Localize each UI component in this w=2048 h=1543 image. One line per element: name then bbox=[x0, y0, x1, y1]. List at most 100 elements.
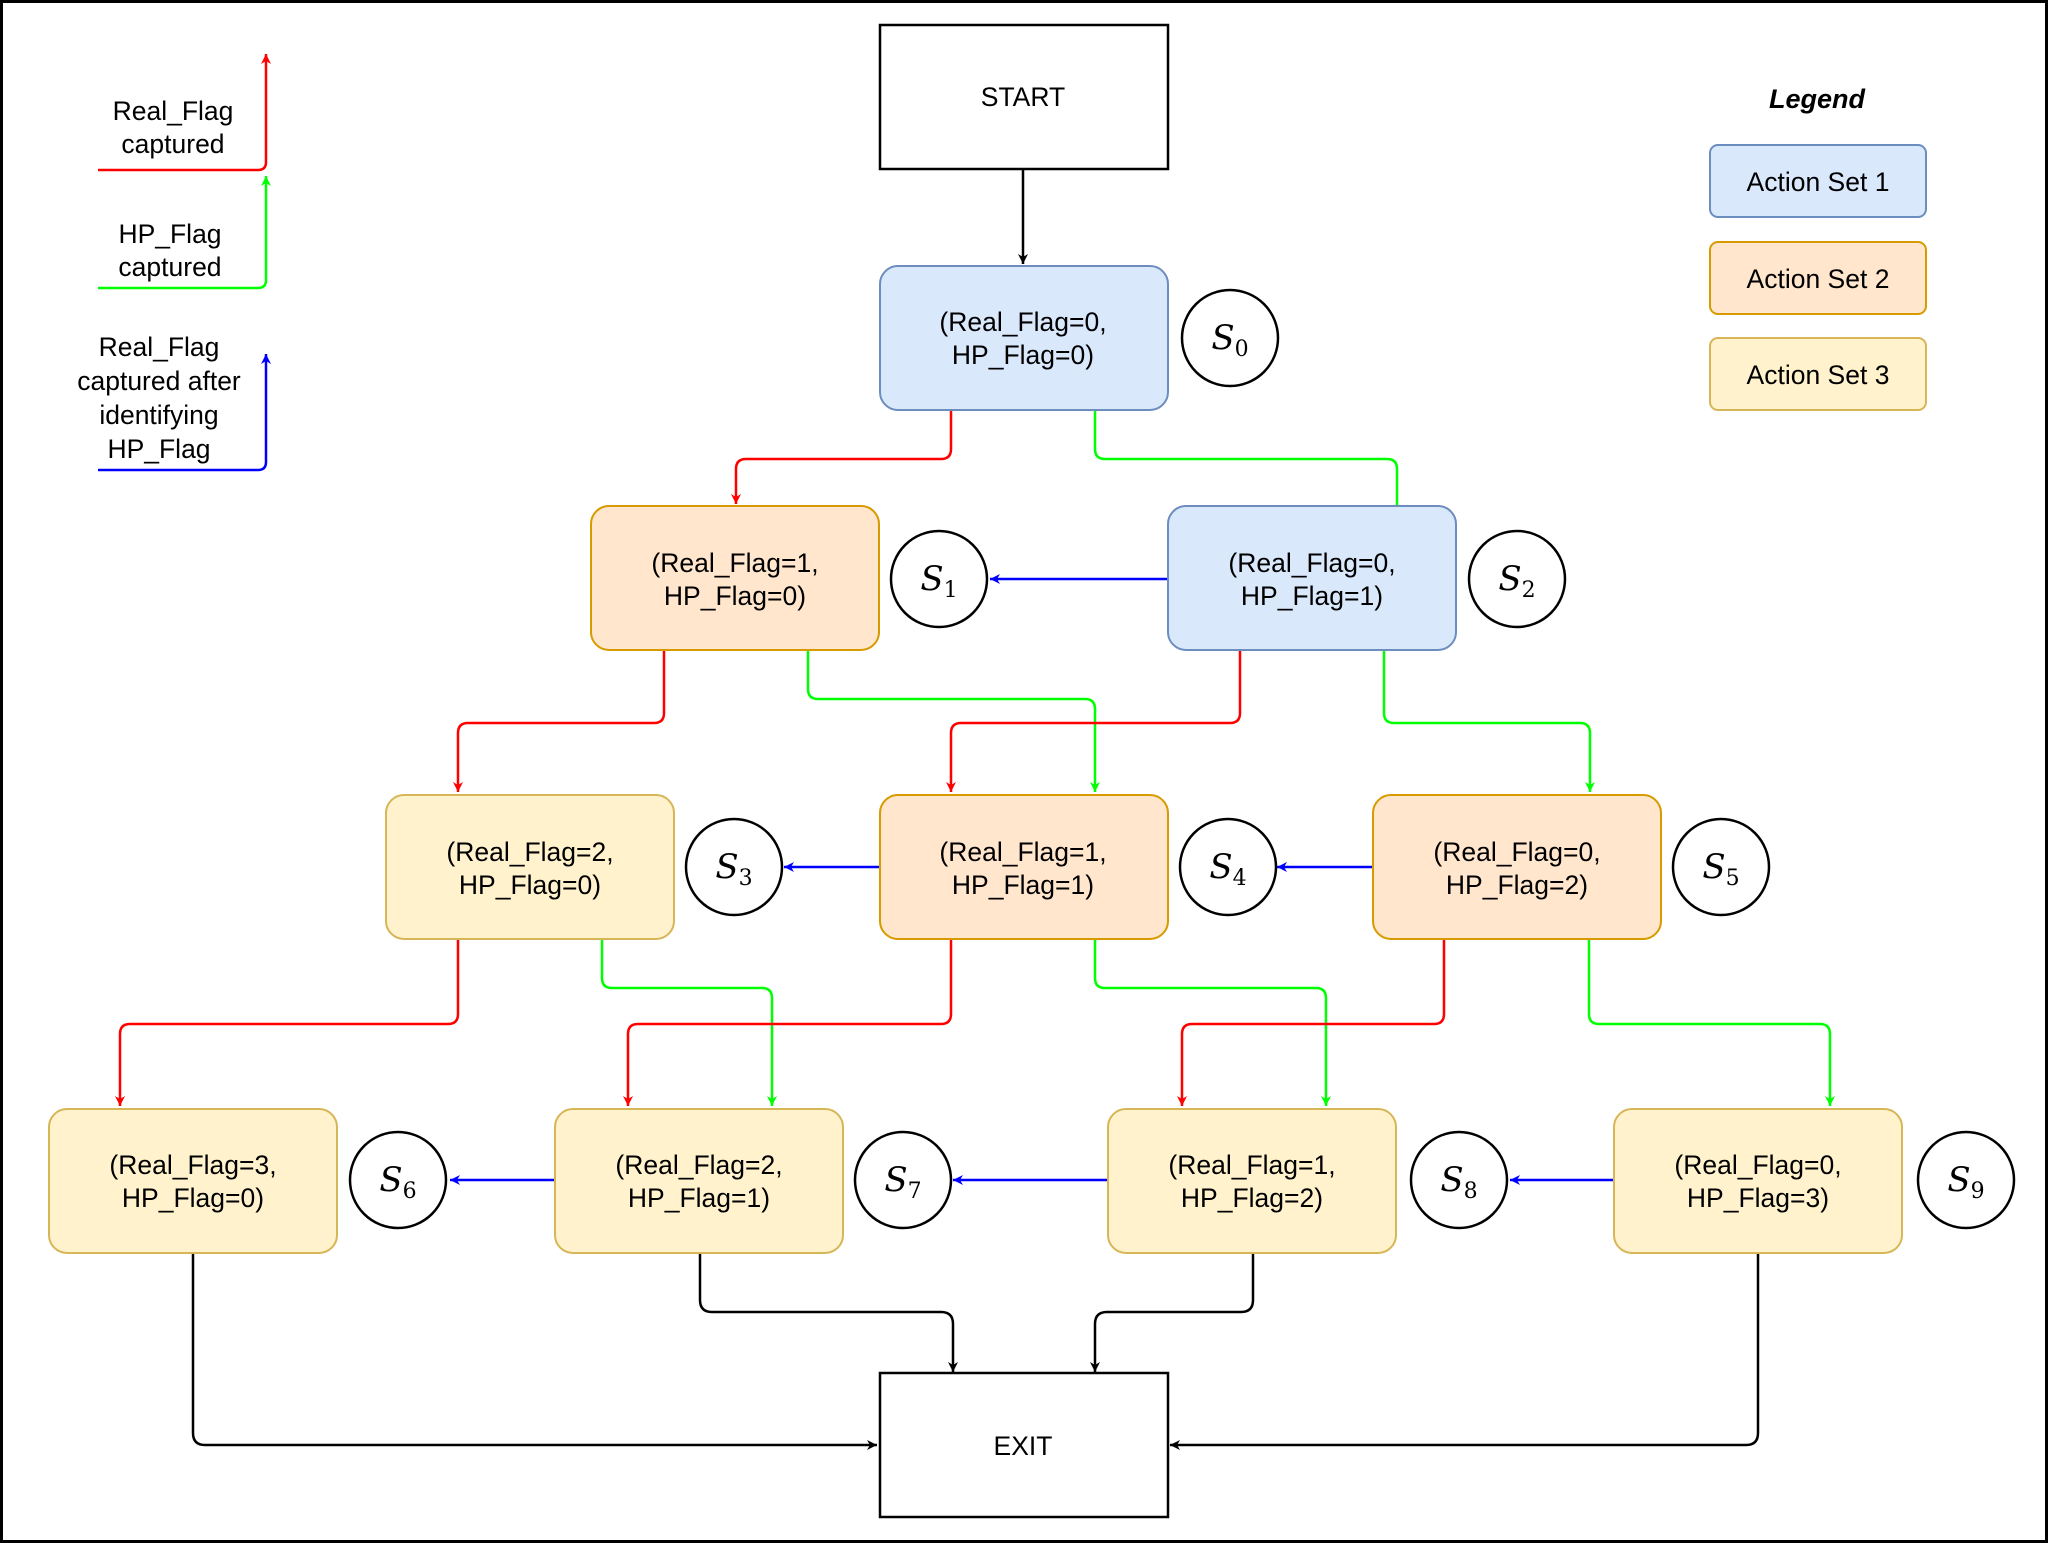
start-node: START bbox=[878, 23, 1170, 171]
state-box-s7 bbox=[554, 1108, 844, 1254]
state-circle-s5 bbox=[1671, 817, 1771, 917]
edge-s3-s7 bbox=[600, 940, 777, 1106]
edge-s0-s2 bbox=[1093, 411, 1399, 505]
legend-label-action-set-2: Action Set 2 bbox=[1747, 264, 1890, 294]
state-label-s7: S7 bbox=[884, 1160, 921, 1204]
state-node-s1: (Real_Flag=1, HP_Flag=0) S1 bbox=[590, 505, 989, 651]
state-box-s4 bbox=[879, 794, 1169, 940]
state-text-s0-line1: (Real_Flag=0, bbox=[939, 307, 1106, 337]
edge-s4-s8 bbox=[1093, 940, 1331, 1106]
state-label-s3: S3 bbox=[715, 847, 752, 891]
state-node-s5: (Real_Flag=0, HP_Flag=2) S5 bbox=[1372, 794, 1771, 940]
edge-s2-s4 bbox=[946, 651, 1242, 792]
edge-s1-s4 bbox=[806, 651, 1100, 792]
edge-s5-s9 bbox=[1587, 940, 1835, 1106]
state-label-s6: S6 bbox=[379, 1160, 416, 1204]
exit-node: EXIT bbox=[878, 1371, 1170, 1519]
legend-arrow-green bbox=[98, 176, 271, 290]
state-label-s2: S2 bbox=[1498, 559, 1535, 603]
state-text-s9-line2: HP_Flag=3) bbox=[1687, 1183, 1829, 1213]
state-text-s7-line1: (Real_Flag=2, bbox=[615, 1150, 782, 1180]
legend-swatch-action-set-1 bbox=[1709, 144, 1927, 218]
edge-s2-s5 bbox=[1382, 651, 1595, 792]
state-text-s5-line1: (Real_Flag=0, bbox=[1433, 837, 1600, 867]
legend-label-action-set-1: Action Set 1 bbox=[1747, 167, 1890, 197]
state-label-s9: S9 bbox=[1947, 1160, 1984, 1204]
arrow-legend-blue-line4: HP_Flag bbox=[107, 434, 210, 464]
state-node-s2: (Real_Flag=0, HP_Flag=1) S2 bbox=[1167, 505, 1567, 651]
state-text-s3-line1: (Real_Flag=2, bbox=[446, 837, 613, 867]
edge-s4-s7 bbox=[623, 940, 953, 1106]
arrow-legend-green-line2: captured bbox=[118, 252, 221, 282]
exit-box bbox=[878, 1371, 1170, 1519]
edge-s5-s8 bbox=[1177, 940, 1446, 1106]
edge-s1-s3 bbox=[453, 651, 666, 792]
edge-s3-s6 bbox=[115, 940, 460, 1106]
arrow-legend-red-line1: Real_Flag bbox=[113, 96, 234, 126]
state-text-s6-line2: HP_Flag=0) bbox=[122, 1183, 264, 1213]
legend-title: Legend bbox=[1769, 84, 1866, 114]
state-node-s6: (Real_Flag=3, HP_Flag=0) S6 bbox=[48, 1108, 448, 1254]
state-box-s9 bbox=[1613, 1108, 1903, 1254]
edges-layer bbox=[98, 54, 1835, 1450]
state-box-s6 bbox=[48, 1108, 338, 1254]
state-circle-s3 bbox=[684, 817, 784, 917]
state-box-s0 bbox=[879, 265, 1169, 411]
arrow-legend-blue-line2: captured after bbox=[77, 366, 241, 396]
arrow-legend-blue-line3: identifying bbox=[99, 400, 218, 430]
state-text-s1-line2: HP_Flag=0) bbox=[664, 581, 806, 611]
legend-swatch-action-set-2 bbox=[1709, 241, 1927, 315]
start-label: START bbox=[981, 82, 1065, 112]
state-text-s8-line2: HP_Flag=2) bbox=[1181, 1183, 1323, 1213]
arrow-legend-green-line1: HP_Flag bbox=[118, 219, 221, 249]
state-text-s2-line2: HP_Flag=1) bbox=[1241, 581, 1383, 611]
legend-arrow-red bbox=[98, 54, 271, 172]
state-box-s1 bbox=[590, 505, 880, 651]
state-label-s4: S4 bbox=[1209, 847, 1246, 891]
state-text-s2-line1: (Real_Flag=0, bbox=[1228, 548, 1395, 578]
state-box-s3 bbox=[385, 794, 675, 940]
state-box-s8 bbox=[1107, 1108, 1397, 1254]
state-text-s8-line1: (Real_Flag=1, bbox=[1168, 1150, 1335, 1180]
state-node-s8: (Real_Flag=1, HP_Flag=2) S8 bbox=[1107, 1108, 1509, 1254]
state-circle-s4 bbox=[1178, 817, 1278, 917]
state-text-s6-line1: (Real_Flag=3, bbox=[109, 1150, 276, 1180]
legend-swatch-action-set-3 bbox=[1709, 337, 1927, 411]
state-text-s7-line2: HP_Flag=1) bbox=[628, 1183, 770, 1213]
state-circle-s7 bbox=[853, 1130, 953, 1230]
arrow-legend-red-line2: captured bbox=[121, 129, 224, 159]
color-legend: Legend Action Set 1 Action Set 2 Action … bbox=[1709, 84, 1927, 411]
edge-s6-exit bbox=[191, 1253, 877, 1450]
state-box-s5 bbox=[1372, 794, 1662, 940]
state-circle-s8 bbox=[1409, 1130, 1509, 1230]
state-text-s1-line1: (Real_Flag=1, bbox=[651, 548, 818, 578]
state-text-s3-line2: HP_Flag=0) bbox=[459, 870, 601, 900]
state-label-s1: S1 bbox=[920, 559, 957, 603]
state-node-s9: (Real_Flag=0, HP_Flag=3) S9 bbox=[1613, 1108, 2016, 1254]
state-node-s0: (Real_Flag=0, HP_Flag=0) S0 bbox=[879, 265, 1280, 411]
state-node-s4: (Real_Flag=1, HP_Flag=1) S4 bbox=[879, 794, 1278, 940]
arrow-legend: Real_Flag captured HP_Flag captured Real… bbox=[77, 96, 241, 464]
state-circle-s6 bbox=[348, 1130, 448, 1230]
state-node-s3: (Real_Flag=2, HP_Flag=0) S3 bbox=[385, 794, 784, 940]
state-text-s4-line2: HP_Flag=1) bbox=[952, 870, 1094, 900]
state-label-s5: S5 bbox=[1702, 847, 1739, 891]
state-text-s4-line1: (Real_Flag=1, bbox=[939, 837, 1106, 867]
state-text-s5-line2: HP_Flag=2) bbox=[1446, 870, 1588, 900]
legend-label-action-set-3: Action Set 3 bbox=[1747, 360, 1890, 390]
state-text-s9-line1: (Real_Flag=0, bbox=[1674, 1150, 1841, 1180]
edge-s8-exit bbox=[1090, 1253, 1255, 1372]
state-circle-s0 bbox=[1180, 288, 1280, 388]
state-label-s8: S8 bbox=[1440, 1160, 1477, 1204]
state-circle-s2 bbox=[1467, 529, 1567, 629]
state-circle-s1 bbox=[889, 529, 989, 629]
edge-s7-exit bbox=[698, 1253, 958, 1372]
edge-s0-s1 bbox=[731, 411, 953, 504]
state-node-s7: (Real_Flag=2, HP_Flag=1) S7 bbox=[554, 1108, 953, 1254]
state-circle-s9 bbox=[1916, 1130, 2016, 1230]
edge-s9-exit bbox=[1170, 1253, 1760, 1450]
state-box-s2 bbox=[1167, 505, 1457, 651]
exit-label: EXIT bbox=[994, 1431, 1053, 1461]
arrow-legend-blue-line1: Real_Flag bbox=[99, 332, 220, 362]
